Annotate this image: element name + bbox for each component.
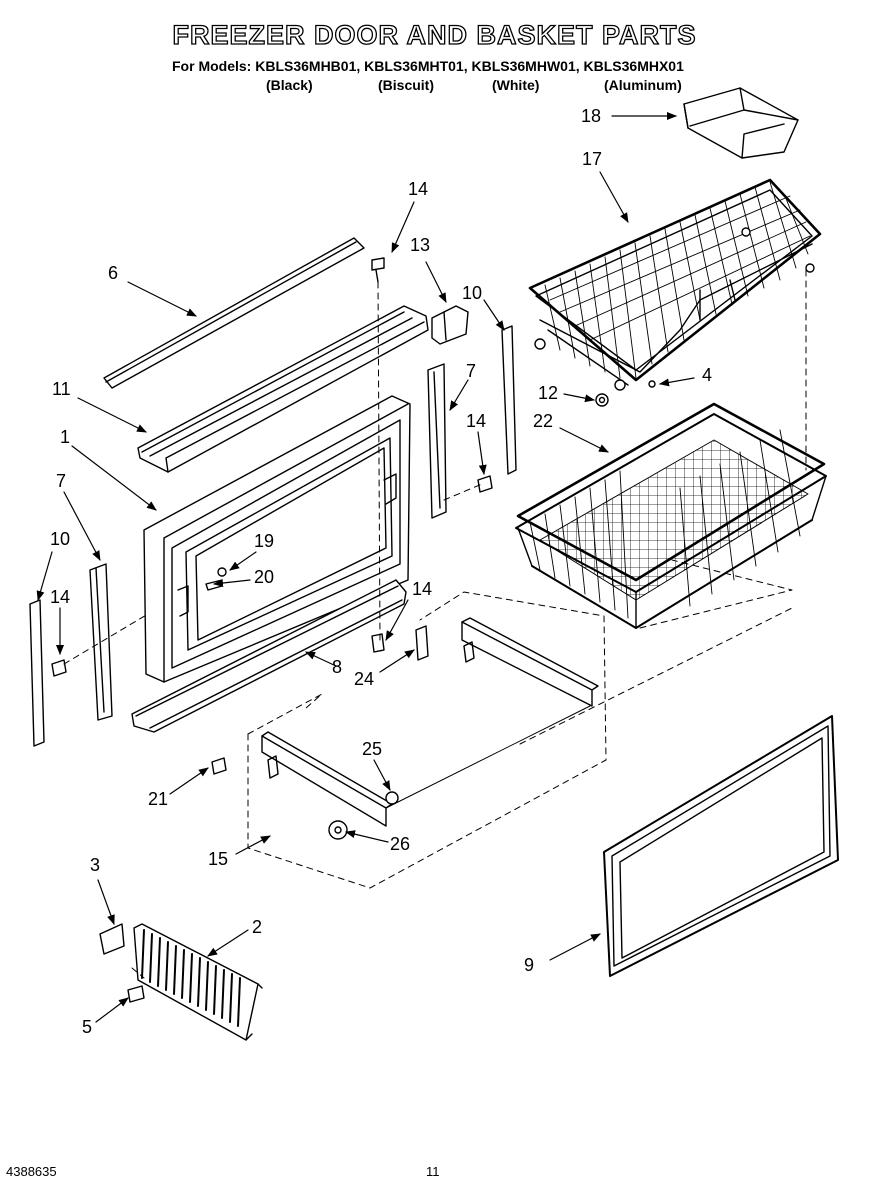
callout-24: 24: [354, 669, 375, 689]
part-21-screw: [211, 757, 227, 775]
callout-1: 1: [60, 427, 71, 447]
callout-17: 17: [582, 149, 603, 169]
part-13-bracket: [431, 305, 469, 345]
leader-arrows: [36, 112, 695, 1023]
callout-3: 3: [90, 855, 101, 875]
callout-8: 8: [332, 657, 343, 677]
part-6-trim: [103, 237, 365, 389]
callout-25: 25: [362, 739, 383, 759]
part-9-gasket: [603, 715, 839, 977]
part-12-nut: [595, 393, 609, 407]
callout-14-right: 14: [466, 411, 487, 431]
part-8-channel: [131, 579, 407, 733]
callout-14-left: 14: [50, 587, 71, 607]
page-number: 11: [426, 1164, 440, 1179]
model-list: For Models: KBLS36MHB01, KBLS36MHT01, KB…: [172, 58, 684, 74]
part-1-door-frame: [143, 395, 411, 683]
callout-5: 5: [82, 1017, 93, 1037]
callout-21: 21: [148, 789, 169, 809]
part-2-wire-divider: [133, 923, 263, 1041]
color-biscuit: (Biscuit): [378, 77, 434, 93]
color-black: (Black): [266, 77, 313, 93]
callout-13: 13: [410, 235, 431, 255]
callout-9: 9: [524, 955, 535, 975]
callout-12: 12: [538, 383, 559, 403]
callout-4: 4: [702, 365, 713, 385]
part-14-screws: [51, 257, 493, 677]
callout-20: 20: [254, 567, 275, 587]
part-5-screw: [127, 985, 145, 1003]
callout-7-left: 7: [56, 471, 67, 491]
callout-22: 22: [533, 411, 554, 431]
callout-10-right: 10: [462, 283, 483, 303]
callout-15: 15: [208, 849, 229, 869]
callout-19: 19: [254, 531, 275, 551]
callout-18: 18: [581, 106, 602, 126]
part-7-left-rail: [89, 563, 113, 721]
part-22-lower-basket: [515, 402, 827, 629]
part-4-clip: [648, 380, 656, 388]
part-3-bracket: [99, 923, 125, 955]
color-white: (White): [492, 77, 540, 93]
part-15-slide-assembly: [261, 617, 599, 840]
callout-14-top: 14: [408, 179, 429, 199]
callout-11: 11: [52, 379, 71, 399]
color-aluminum: (Aluminum): [604, 77, 682, 93]
part-10-left-strip: [29, 599, 45, 747]
part-17-upper-basket: [528, 178, 822, 391]
document-number: 4388635: [6, 1164, 57, 1179]
callout-2: 2: [252, 917, 263, 937]
callout-10-left: 10: [50, 529, 71, 549]
callout-14-center: 14: [412, 579, 433, 599]
callout-26: 26: [390, 834, 411, 854]
page-title: FREEZER DOOR AND BASKET PARTS: [172, 19, 697, 50]
part-7-right-rail: [427, 363, 447, 519]
part-18-bin: [683, 87, 799, 159]
callout-6: 6: [108, 263, 119, 283]
part-10-right-strip: [501, 325, 517, 475]
part-11-channel: [137, 305, 429, 473]
callout-7-right: 7: [466, 361, 477, 381]
part-24-clip: [415, 625, 429, 661]
